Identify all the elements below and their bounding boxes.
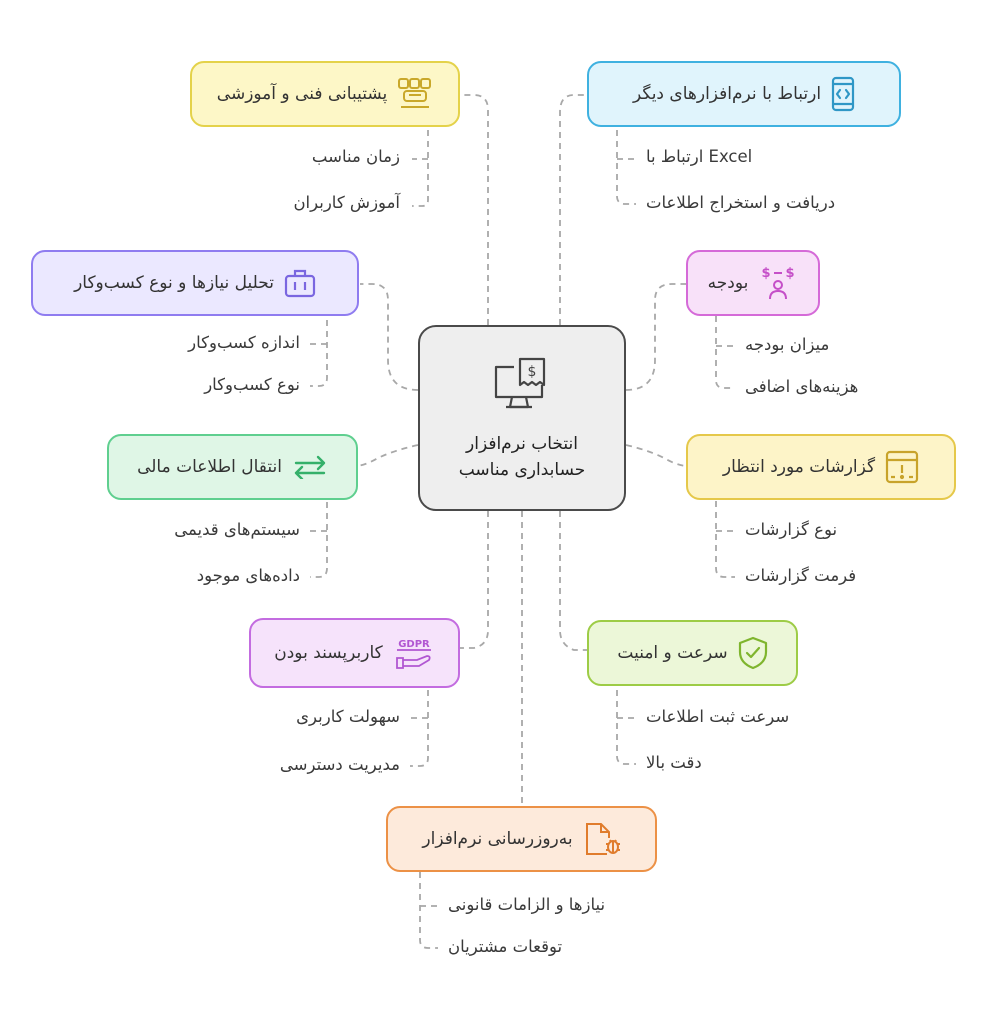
- reports-item-2: فرمت گزارشات: [745, 566, 857, 585]
- node-budget-title: بودجه: [707, 273, 749, 293]
- link-transfer: [357, 444, 419, 467]
- svg-text:$: $: [786, 266, 795, 281]
- updates-item-1: نیازها و الزامات قانونی: [448, 895, 606, 914]
- usability-item-2: مدیریت دسترسی: [279, 755, 400, 774]
- node-integration[interactable]: ارتباط با نرم‌افزارهای دیگر: [587, 61, 901, 127]
- transfer-item-2: داده‌های موجود: [196, 566, 300, 585]
- central-title-line2: حسابداری مناسب: [458, 460, 586, 480]
- link-usability: [460, 511, 489, 649]
- shield-check-icon: [738, 636, 768, 670]
- updates-item-2: توقعات مشتریان: [448, 937, 563, 956]
- link-support: [460, 94, 489, 325]
- file-bug-icon: [583, 822, 621, 856]
- link-budget: [625, 283, 686, 391]
- support-item-1: زمان مناسب: [311, 147, 400, 166]
- arrows-exchange-icon: [292, 455, 328, 479]
- central-topic[interactable]: $ انتخاب نرم‌افزار حسابداری مناسب: [418, 325, 626, 511]
- needs-item-1: اندازه کسب‌وکار: [188, 333, 300, 352]
- phone-code-icon: [831, 76, 855, 112]
- node-usability-title: کاربرپسند بودن: [274, 643, 383, 663]
- node-updates[interactable]: به‌روزرسانی نرم‌افزار: [386, 806, 657, 872]
- security-item-2: دقت بالا: [646, 753, 702, 772]
- node-transfer-title: انتقال اطلاعات مالی: [137, 457, 282, 477]
- node-support-title: پشتیبانی فنی و آموزشی: [216, 84, 388, 104]
- node-needs-title: تحلیل نیازها و نوع کسب‌وکار: [74, 273, 274, 293]
- node-updates-title: به‌روزرسانی نرم‌افزار: [422, 829, 573, 849]
- usability-item-1: سهولت کاربری: [296, 707, 400, 726]
- money-person-icon: $ $: [758, 265, 798, 301]
- security-item-1: سرعت ثبت اطلاعات: [646, 707, 790, 726]
- node-security[interactable]: سرعت و امنیت: [587, 620, 798, 686]
- gdpr-hand-icon: GDPR: [393, 636, 435, 670]
- svg-text:$: $: [762, 266, 771, 281]
- link-needs: [360, 283, 419, 391]
- link-integration: [559, 94, 587, 325]
- node-integration-title: ارتباط با نرم‌افزارهای دیگر: [632, 84, 822, 104]
- svg-text:GDPR: GDPR: [398, 639, 430, 650]
- node-reports[interactable]: گزارشات مورد انتظار: [686, 434, 956, 500]
- monitor-invoice-icon: $: [494, 357, 546, 409]
- node-budget[interactable]: $ $ بودجه: [686, 250, 820, 316]
- node-reports-title: گزارشات مورد انتظار: [722, 457, 876, 477]
- transfer-item-1: سیستم‌های قدیمی: [174, 520, 300, 539]
- budget-item-2: هزینه‌های اضافی: [745, 377, 859, 396]
- team-support-icon: [397, 77, 433, 111]
- support-item-2: آموزش کاربران: [293, 193, 400, 212]
- needs-item-2: نوع کسب‌وکار: [204, 375, 300, 394]
- node-support[interactable]: پشتیبانی فنی و آموزشی: [190, 61, 460, 127]
- budget-item-1: میزان بودجه: [745, 335, 830, 354]
- integration-item-2: دریافت و استخراج اطلاعات: [646, 193, 836, 212]
- node-security-title: سرعت و امنیت: [617, 643, 728, 663]
- link-security: [559, 511, 587, 651]
- briefcase-icon: [284, 268, 316, 298]
- integration-item-1: Excel ارتباط با: [646, 147, 753, 166]
- report-window-icon: [885, 450, 919, 484]
- node-transfer[interactable]: انتقال اطلاعات مالی: [107, 434, 358, 500]
- reports-item-1: نوع گزارشات: [745, 520, 838, 539]
- node-usability[interactable]: GDPR کاربرپسند بودن: [249, 618, 460, 688]
- svg-text:$: $: [528, 364, 537, 380]
- central-title-line1: انتخاب نرم‌افزار: [466, 434, 578, 454]
- node-needs[interactable]: تحلیل نیازها و نوع کسب‌وکار: [31, 250, 359, 316]
- link-reports: [625, 444, 687, 467]
